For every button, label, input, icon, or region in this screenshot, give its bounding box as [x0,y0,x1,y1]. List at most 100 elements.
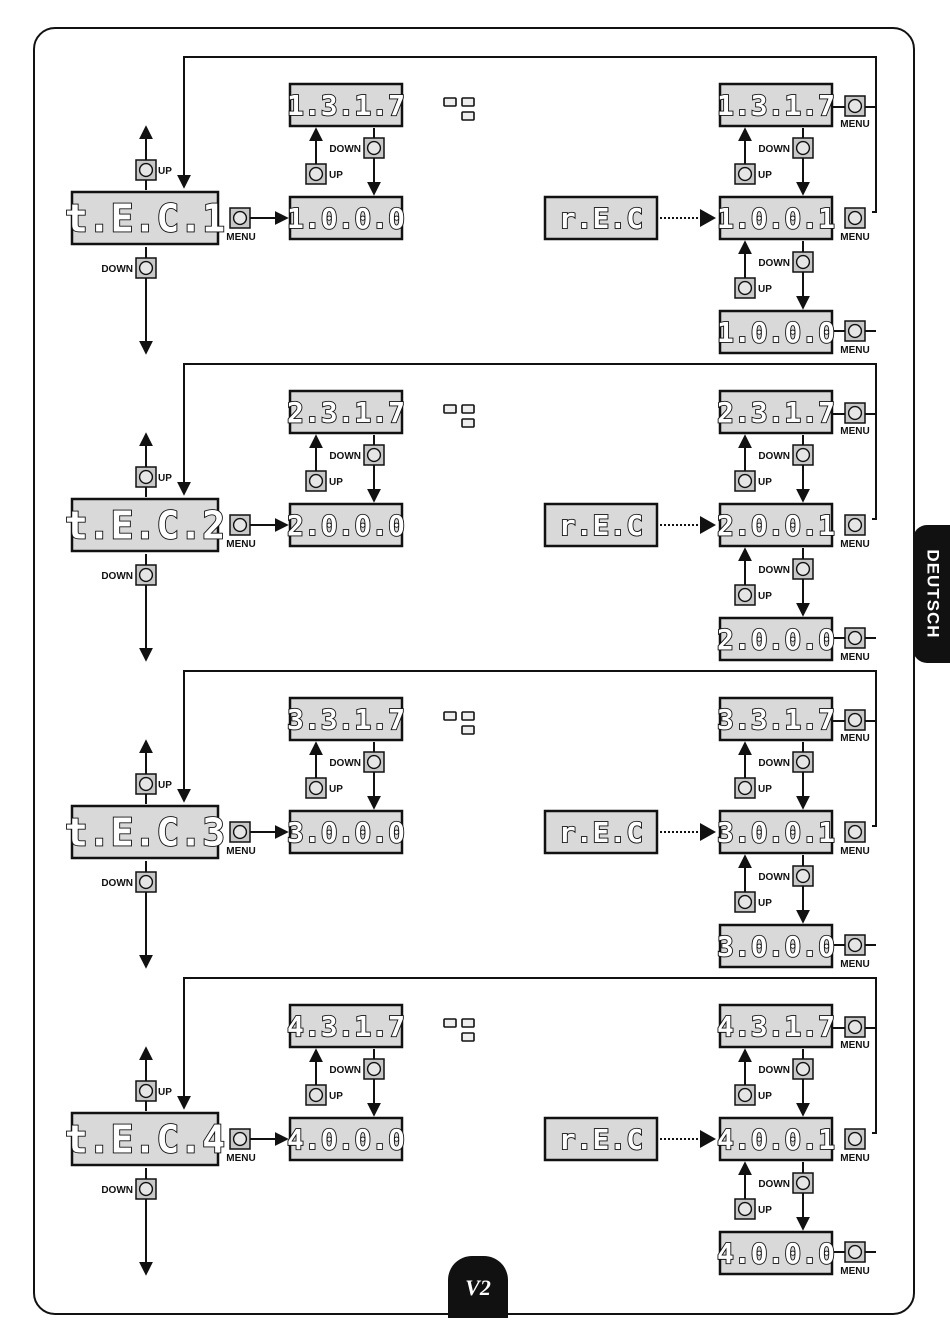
code-up-label: UP [329,170,343,181]
code-up-button-circle [308,1087,324,1103]
rec-display-value: r.E.C [559,202,643,235]
section-4: t.E.C.4UPDOWNMENU4.3.1.74.0.0.0UPDOWNr.E… [64,977,877,1277]
result-bottom-display-value: 2.0.0.0 [717,623,835,656]
menu-button-circle [232,1131,248,1147]
result-down-button-1-circle [795,1061,811,1077]
rec-arrow-head [700,823,716,841]
rec-display-value: r.E.C [559,1123,643,1156]
result-up-button-1-circle [737,1087,753,1103]
result-bottom-display [718,309,834,355]
result-top-display-value: 2.3.1.7 [717,396,835,429]
result-menu-label-2: MENU [840,539,869,550]
hand-with-remote [443,404,475,428]
rec-display [543,809,659,855]
result-up-label-2: UP [758,591,772,602]
result-up-label-1: UP [758,170,772,181]
rec-display-value: r.E.C [559,816,643,849]
code-mid-display [288,1116,404,1162]
menu-label: MENU [226,232,255,243]
down-label: DOWN [101,1185,133,1196]
result-down-label-1: DOWN [758,758,790,769]
tec-display-value: t.E.C.3 [65,811,225,855]
section-1: t.E.C.1UPDOWNMENU1.3.1.71.0.0.0UPDOWNr.E… [64,56,877,356]
language-tab [913,525,950,663]
code-down-button-circle [366,1061,382,1077]
result-down-label-2: DOWN [758,565,790,576]
code-top-display [288,1003,404,1049]
remote-button [461,1032,475,1042]
menu-button-circle [232,824,248,840]
return-loop [177,363,877,520]
remote-button [461,97,475,107]
remote-button [443,97,457,107]
down-label: DOWN [101,571,133,582]
result-up-label-2: UP [758,284,772,295]
up-button-circle [138,776,154,792]
rec-display [543,502,659,548]
up-label: UP [158,780,172,791]
result-up-label-2: UP [758,898,772,909]
result-top-display-value: 3.3.1.7 [717,703,835,736]
code-top-display [288,82,404,128]
code-top-display-value: 4.3.1.7 [287,1010,405,1043]
up-label: UP [158,473,172,484]
result-menu-button-1-circle [847,712,863,728]
code-up-button-circle [308,780,324,796]
hand-with-remote [443,711,475,735]
hand-with-remote [443,1018,475,1042]
code-down-button-circle [366,754,382,770]
tec-display [70,1111,220,1167]
result-top-display-value: 1.3.1.7 [717,89,835,122]
result-down-button-2-circle [795,254,811,270]
result-down-button-1-circle [795,140,811,156]
result-top-display [718,389,834,435]
result-menu-button-3-circle [847,1244,863,1260]
result-up-button-2-circle [737,1201,753,1217]
result-menu-label-1: MENU [840,733,869,744]
logo-badge [448,1256,508,1318]
up-label: UP [158,166,172,177]
section-2: t.E.C.2UPDOWNMENU2.3.1.72.0.0.0UPDOWNr.E… [64,363,877,663]
code-mid-display-value: 3.0.0.0 [287,816,405,849]
tec-display [70,497,220,553]
result-menu-label-3: MENU [840,1266,869,1277]
result-down-label-2: DOWN [758,258,790,269]
result-up-label-2: UP [758,1205,772,1216]
up-label: UP [158,1087,172,1098]
logo: V2 [465,1275,491,1300]
code-up-label: UP [329,784,343,795]
result-down-button-2-circle [795,1175,811,1191]
result-bottom-display [718,616,834,662]
code-mid-display-value: 1.0.0.0 [287,202,405,235]
code-mid-display-value: 2.0.0.0 [287,509,405,542]
result-down-label-2: DOWN [758,872,790,883]
code-down-button-circle [366,447,382,463]
up-button-circle [138,469,154,485]
down-button-circle [138,260,154,276]
result-mid-display-value: 4.0.0.1 [717,1123,835,1156]
result-mid-display [718,809,834,855]
result-mid-display-value: 3.0.0.1 [717,816,835,849]
code-mid-display [288,502,404,548]
menu-label: MENU [226,846,255,857]
result-menu-button-2-circle [847,517,863,533]
result-menu-button-2-circle [847,210,863,226]
code-up-button-circle [308,166,324,182]
result-up-button-2-circle [737,894,753,910]
down-button-circle [138,1181,154,1197]
result-menu-button-1-circle [847,98,863,114]
result-down-button-2-circle [795,868,811,884]
result-menu-label-1: MENU [840,426,869,437]
result-up-label-1: UP [758,784,772,795]
result-menu-label-1: MENU [840,1040,869,1051]
code-up-button-circle [308,473,324,489]
result-up-button-1-circle [737,473,753,489]
result-down-label-1: DOWN [758,144,790,155]
result-bottom-display [718,1230,834,1276]
section-3: t.E.C.3UPDOWNMENU3.3.1.73.0.0.0UPDOWNr.E… [64,670,877,970]
result-bottom-display-value: 1.0.0.0 [717,316,835,349]
code-top-display-value: 3.3.1.7 [287,703,405,736]
up-button-circle [138,1083,154,1099]
return-loop [177,56,877,213]
result-down-label-1: DOWN [758,1065,790,1076]
